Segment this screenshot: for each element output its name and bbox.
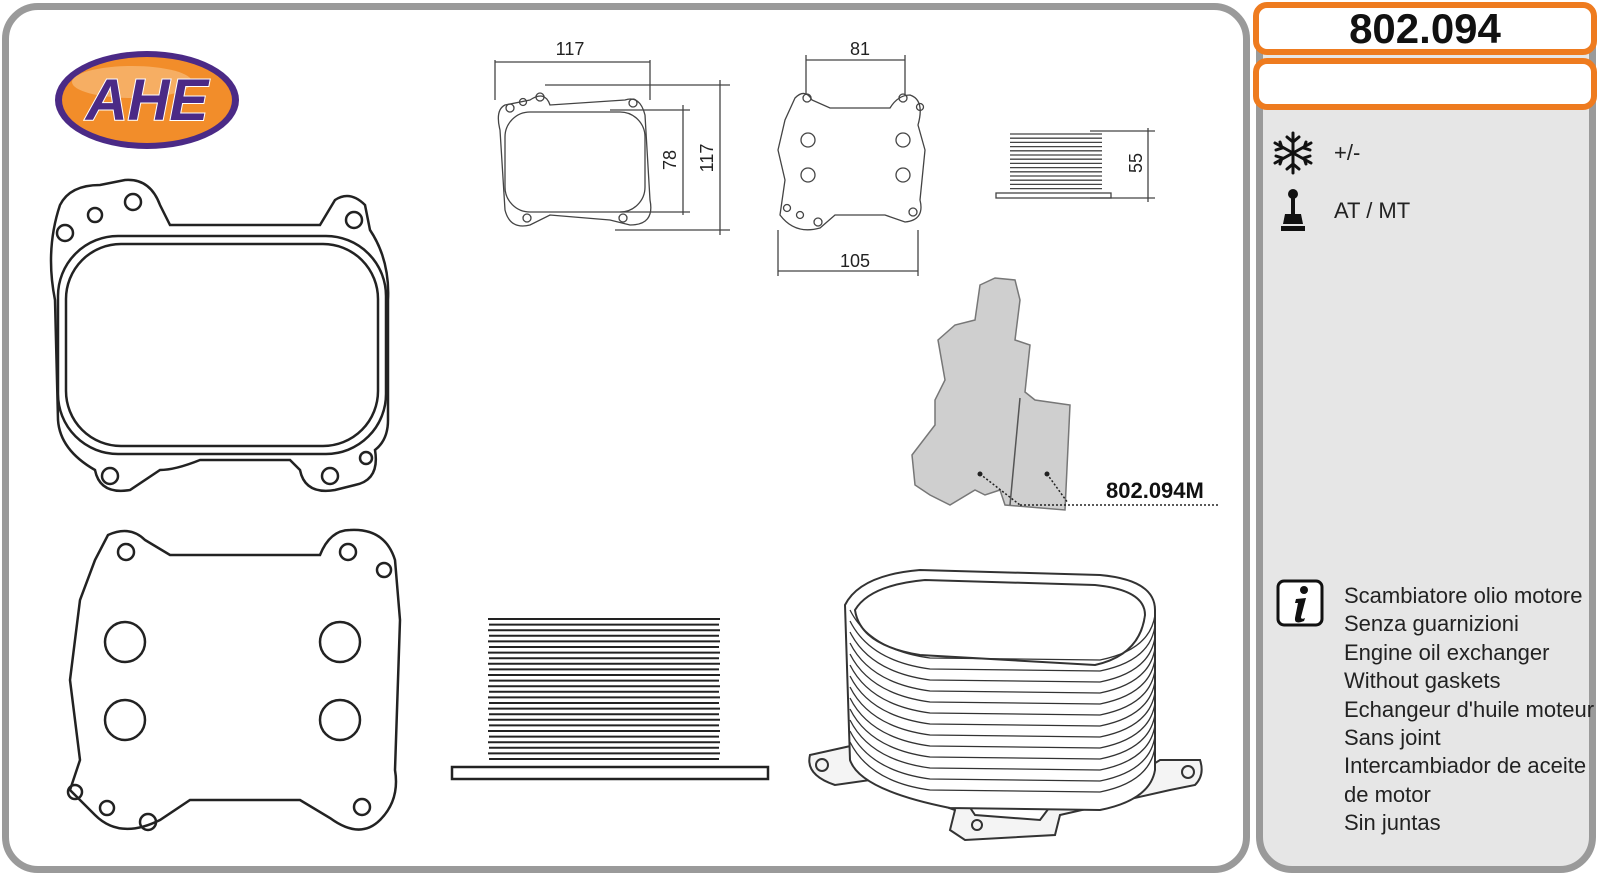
engine-location-sketch [911, 277, 1220, 511]
stack-side-view [450, 618, 770, 781]
dim-base-bottom-width: 105 [840, 251, 870, 271]
dim-gasket-height: 117 [697, 144, 717, 173]
spec-temperature-text: +/- [1334, 140, 1361, 165]
base-plate-outline [66, 528, 402, 832]
dim-base-top-width: 81 [850, 39, 870, 59]
description-line: Engine oil exchanger [1344, 639, 1550, 665]
product-code: 802.094 [1349, 4, 1501, 52]
gearshift-icon [1281, 189, 1305, 231]
info-icon [1276, 579, 1324, 627]
oil-cooler-3d-view [808, 568, 1203, 842]
description-line: de motor [1344, 781, 1431, 807]
description-line: Without gaskets [1344, 668, 1501, 694]
description-line: Sans joint [1344, 725, 1441, 751]
info-sidebar [1256, 3, 1596, 873]
empty-code-box [1253, 58, 1597, 110]
reference-code-label: 802.094M [1106, 478, 1204, 503]
brand-name: AHE [84, 68, 211, 133]
dim-gasket-inner-height: 78 [660, 150, 680, 170]
description-line: Senza guarnizioni [1344, 611, 1519, 637]
dim-stack-height: 55 [1126, 153, 1146, 173]
description-list: Scambiatore olio motore Senza guarnizion… [1344, 582, 1594, 838]
snowflake-icon [1273, 131, 1313, 175]
description-line: Echangeur d'huile moteur [1344, 696, 1595, 722]
spec-temperature: +/- [1270, 130, 1360, 176]
spec-transmission: AT / MT [1270, 188, 1410, 234]
dim-gasket-width: 117 [556, 39, 585, 59]
gasket-outline-large [49, 178, 390, 493]
description-line: Intercambiador de aceite [1344, 753, 1587, 779]
spec-transmission-text: AT / MT [1334, 198, 1411, 223]
technical-drawing: 117 78 117 81 105 55 [49, 39, 1220, 842]
description-line: Sin juntas [1344, 810, 1441, 836]
description-line: Scambiatore olio motore [1344, 583, 1583, 608]
ahe-logo: AHE [55, 51, 239, 149]
product-code-box: 802.094 [1253, 2, 1597, 55]
